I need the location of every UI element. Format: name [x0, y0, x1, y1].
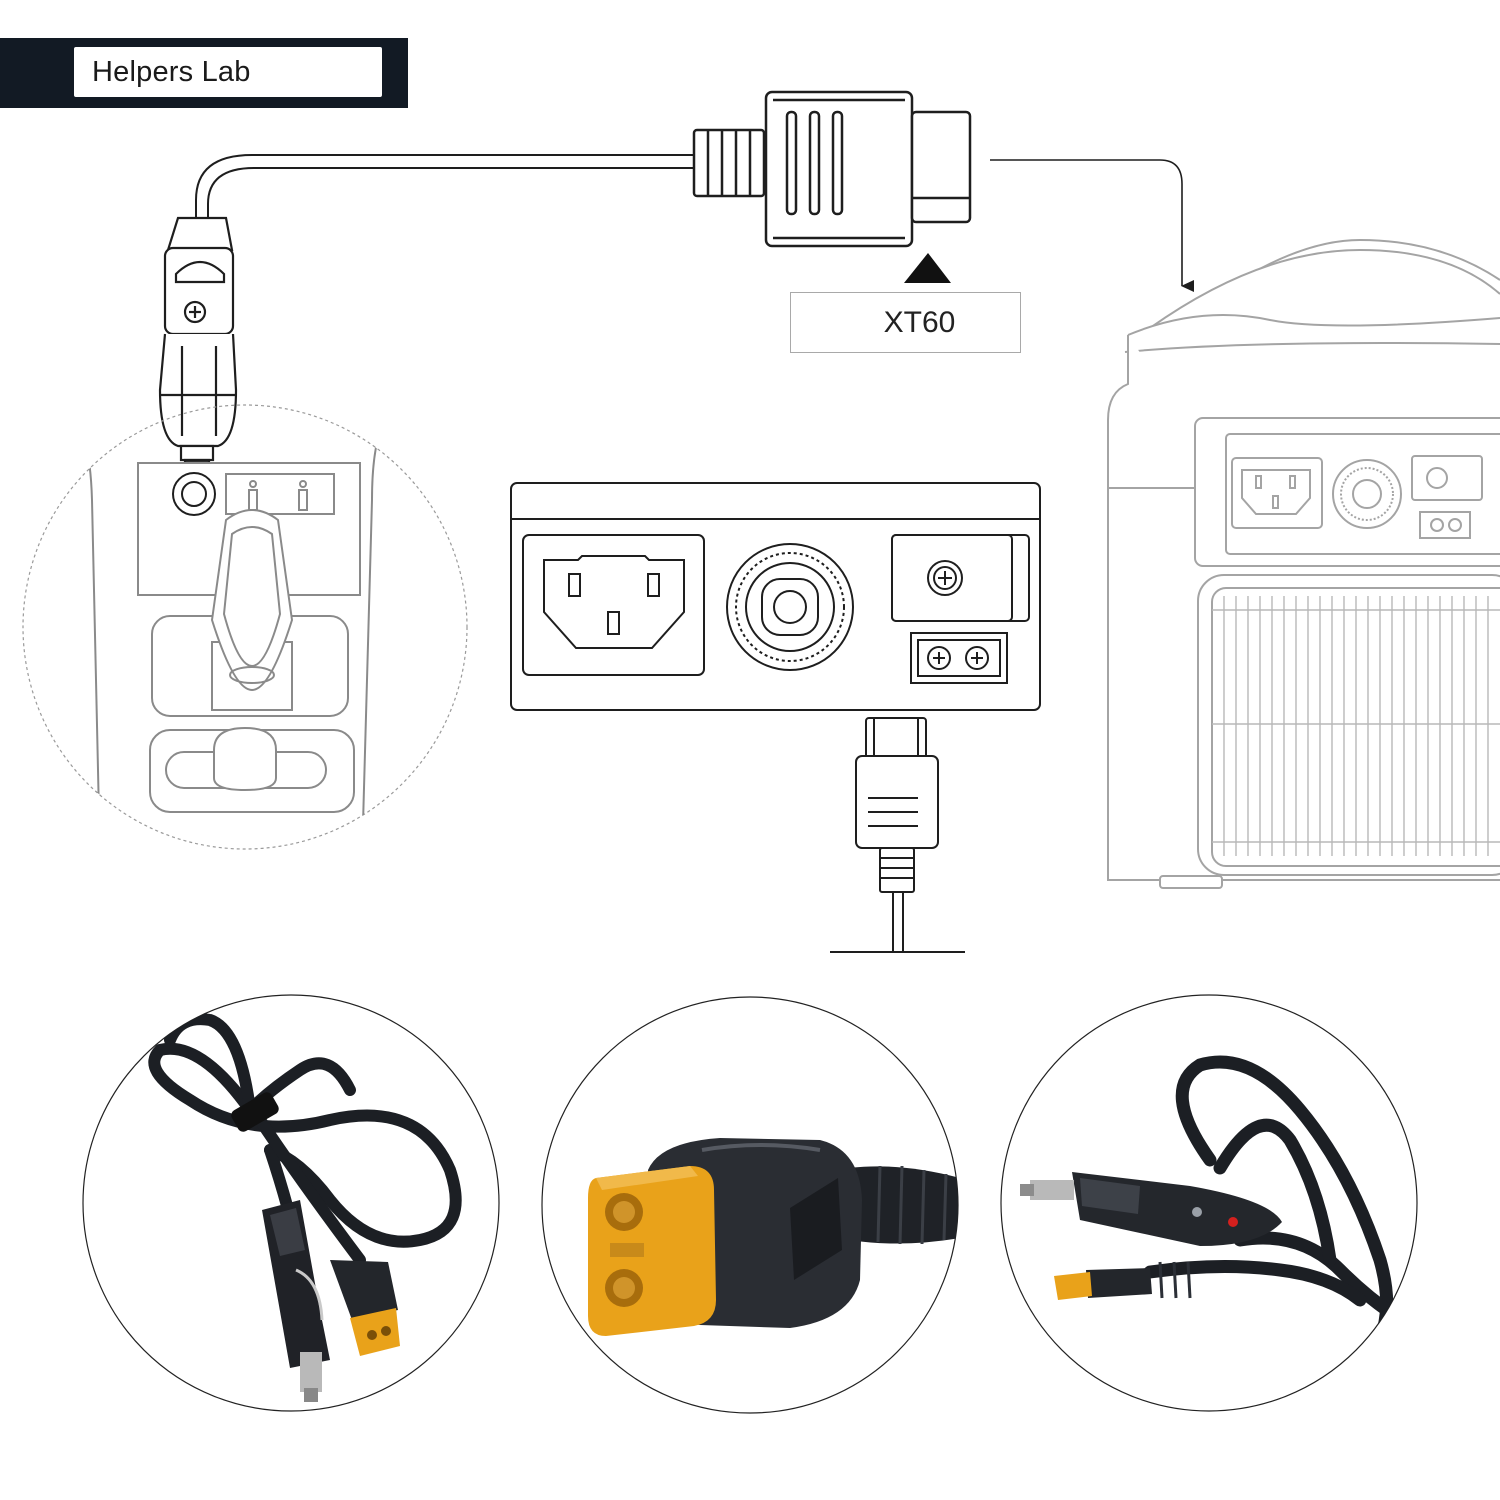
coiled-cable-photo	[82, 994, 500, 1412]
xt60-closeup-photo	[541, 996, 959, 1414]
car-cigarette-plug-icon	[158, 216, 238, 472]
portable-power-station-icon	[1107, 238, 1500, 889]
brand-label-box: Helpers Lab	[74, 47, 382, 97]
xt60-callout: XT60	[790, 292, 1021, 353]
xt60-plug-vertical-icon	[830, 717, 965, 953]
plug-and-xt60-photo	[1000, 994, 1418, 1412]
top-cable	[195, 154, 700, 218]
pointer-triangle	[904, 253, 951, 283]
brand-bar: Helpers Lab	[0, 38, 408, 108]
xt60-label: XT60	[883, 305, 956, 339]
port-panel-icon	[510, 482, 1041, 711]
xt60-connector-icon	[692, 90, 972, 248]
brand-label: Helpers Lab	[92, 55, 251, 88]
car-console-illustration	[22, 404, 468, 850]
connection-arrow	[990, 159, 1194, 292]
